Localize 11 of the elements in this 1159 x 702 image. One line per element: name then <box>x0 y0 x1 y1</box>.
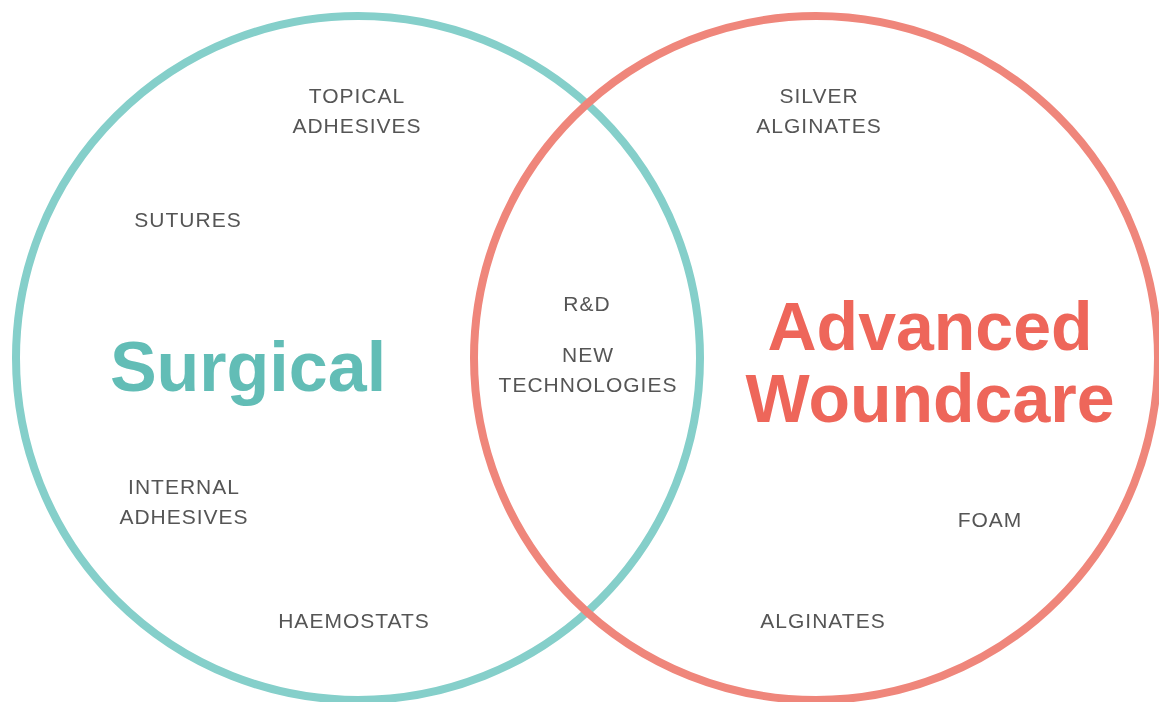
category-label: INTERNAL ADHESIVES <box>118 474 250 530</box>
category-label: NEW TECHNOLOGIES <box>497 342 679 398</box>
category-label: TOPICAL ADHESIVES <box>291 83 423 139</box>
category-label: SUTURES <box>133 207 243 233</box>
category-label: ALGINATES <box>759 608 887 634</box>
category-label: SILVER ALGINATES <box>755 83 883 139</box>
category-label: HAEMOSTATS <box>277 608 431 634</box>
category-label: FOAM <box>956 507 1024 533</box>
category-label: R&D <box>562 291 612 317</box>
circle-title: Advanced Woundcare <box>744 289 1116 435</box>
circle-title: Surgical <box>108 329 388 405</box>
